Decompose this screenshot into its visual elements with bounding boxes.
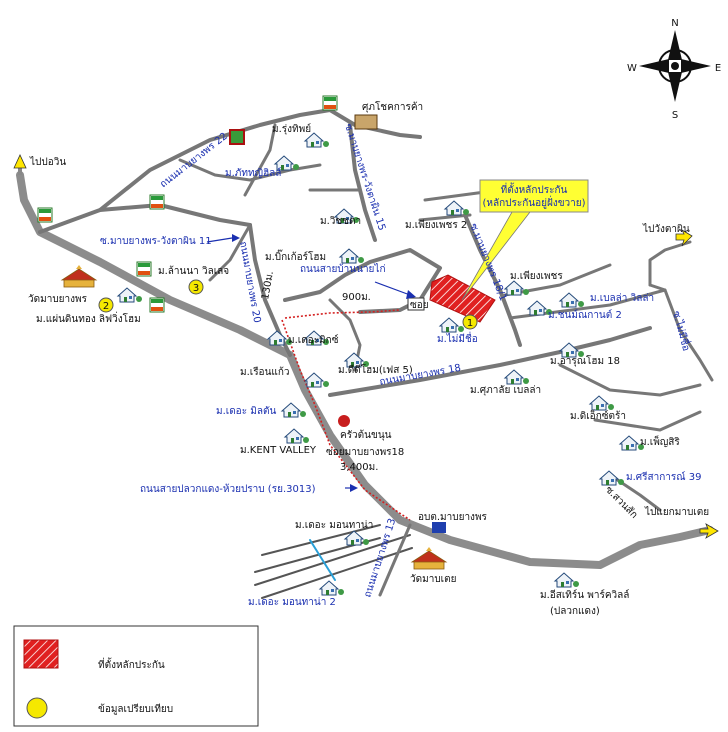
label-mu-the-milton: ม.เดอะ มิลตัน — [216, 406, 276, 417]
legend-comparison-label: ข้อมูลเปรียบเทียบ — [98, 703, 173, 715]
main-highway — [16, 171, 714, 569]
label-mu-the-montana2: ม.เดอะ มอนทาน่า 2 — [248, 597, 336, 608]
seven-eleven-icon — [322, 95, 338, 111]
label-mu-diexcellent: ม.ดิเอ็กซ์ตร้า — [570, 408, 626, 422]
label-mu-arunhome18: ม.อารุณโฮม 18 — [550, 354, 620, 367]
label-mu-piangsiri: ม.เพ็ญสิริ — [640, 434, 680, 448]
marker-3: 3 — [193, 283, 199, 294]
label-mu-supalai: ม.ศุภาลัย เบลล่า — [470, 385, 541, 396]
label-thanon-pluak: ถนนสายปลวกแดง-ห้วยปราบ (รย.3013) — [140, 483, 316, 495]
label-mu-piangpetch2: ม.เพียงเพชร 2 — [405, 219, 467, 231]
label-mu-srisakarn39: ม.ศรีสาการณ์ 39 — [626, 471, 701, 483]
route-path — [281, 319, 411, 521]
seven-eleven-icon — [149, 194, 165, 210]
compass-south: S — [672, 110, 678, 121]
collateral-callout: ที่ตั้งหลักประกัน (หลักประกันอยู่ฝั่งขวา… — [461, 179, 589, 301]
label-mu-lanna: ม.ล้านนา วิลเลจ — [158, 265, 229, 277]
label-mu-piangpetch: ม.เพียงเพชร — [510, 270, 563, 282]
hillside-icon — [229, 129, 245, 145]
legend-collateral-label: ที่ตั้งหลักประกัน — [98, 657, 165, 671]
label-soi-18: ซอยมาบยางพร18 — [326, 447, 404, 458]
label-dist-130: 130ม. — [260, 270, 276, 300]
seven-eleven-icon — [37, 207, 53, 223]
label-pluakdaeng: (ปลวกแดง) — [550, 606, 600, 617]
label-mu-kent-valley: ม.KENT VALLEY — [240, 445, 317, 456]
label-soi-wangtamin11: ซ.มาบยางพร-วังตาผิน 11 — [100, 236, 212, 247]
label-mu-bella: ม.เบลล่า วิลล่า — [590, 293, 654, 304]
label-mu-ruankaew: ม.เรือนแก้ว — [240, 366, 290, 378]
seven-eleven-icon — [136, 261, 152, 277]
label-mu-eastern: ม.อีสเทิร์น พาร์ควิลล์ — [540, 589, 629, 601]
label-obt: อบต.มาบยางพร — [418, 512, 488, 523]
label-dist-3400: 3,400ม. — [340, 462, 378, 473]
label-thanon-ban-nai: ถนนสายบ้านนายไก่ — [300, 263, 386, 275]
restaurant-icon — [338, 415, 350, 427]
marker-2: 2 — [103, 301, 109, 312]
callout-line2: (หลักประกันอยู่ฝั่งขวาย) — [482, 195, 585, 209]
label-pai-pluak: ไปปอวิน — [29, 156, 66, 168]
government-office-icon — [432, 522, 446, 533]
comparison-markers: 1 2 3 — [98, 279, 478, 330]
label-mu-mai-mi-chue: ม.ไม่มีชื่อ — [437, 331, 478, 345]
compass-north: N — [671, 18, 678, 29]
label-mu-rungtip: ม.รุ่งทิพย์ — [272, 123, 311, 135]
label-thanon-20: ถนนมาบยางพร 20 — [237, 241, 262, 324]
label-pai-yaek-mabtai: ไปแยกมาบเตย — [644, 506, 709, 518]
legend-collateral-swatch — [23, 639, 59, 669]
map-legend: ที่ตั้งหลักประกัน ข้อมูลเปรียบเทียบ — [13, 625, 259, 727]
compass-rose: N S W E — [627, 18, 721, 121]
label-mu-the-montana: ม.เดอะ มอนทาน่า — [295, 520, 373, 531]
temple-icon — [61, 264, 97, 288]
label-wat-mabtai: วัดมาบเตย — [410, 574, 456, 585]
soi-sign-label: ซอย — [410, 300, 429, 311]
label-mu-patthai: ม.ภัททญิฮิลล์ — [225, 167, 281, 179]
label-mu-the-mix: ม.เดอะมิกซ์ — [288, 334, 339, 346]
place-labels: ไปปอวิน วัดมาบยางพร ม.แผ่นดินทอง ลิฟวิ่ง… — [28, 100, 709, 617]
legend-comparison-swatch — [26, 697, 48, 719]
store-icon — [354, 114, 378, 130]
label-wat-mabyangporn: วัดมาบยางพร — [28, 294, 88, 305]
label-mu-wichata: ม.วิชชตา — [320, 216, 361, 227]
marker-1: 1 — [467, 318, 473, 329]
compass-west: W — [627, 63, 637, 74]
label-supamit: ศุภโชคการค้า — [362, 100, 423, 113]
label-mu-big-home: ม.บิ๊กเก้อร์โฮม — [265, 249, 326, 263]
label-dist-900: 900ม. — [342, 292, 371, 303]
label-mu-didihome: ม.ดีดีโฮม(เฟส 5) — [338, 363, 413, 376]
label-pai-wangtamin: ไปวังตาผิน — [642, 223, 690, 235]
temple-icon — [411, 546, 447, 570]
label-krua-tonkanun: ครัวต้นขนุน — [340, 429, 392, 441]
callout-line1: ที่ตั้งหลักประกัน — [501, 182, 568, 196]
compass-east: E — [715, 63, 721, 74]
label-soi-maimichue: ซ.ไม่มีชื่อ — [670, 309, 694, 352]
seven-eleven-icon — [149, 297, 165, 313]
direction-arrows — [13, 154, 719, 539]
label-mu-chonmanakarn2: ม.ชนม์ณกานต์ 2 — [548, 309, 622, 321]
label-mu-saendin: ม.แผ่นดินทอง ลิฟวิ่งโฮม — [36, 311, 141, 325]
